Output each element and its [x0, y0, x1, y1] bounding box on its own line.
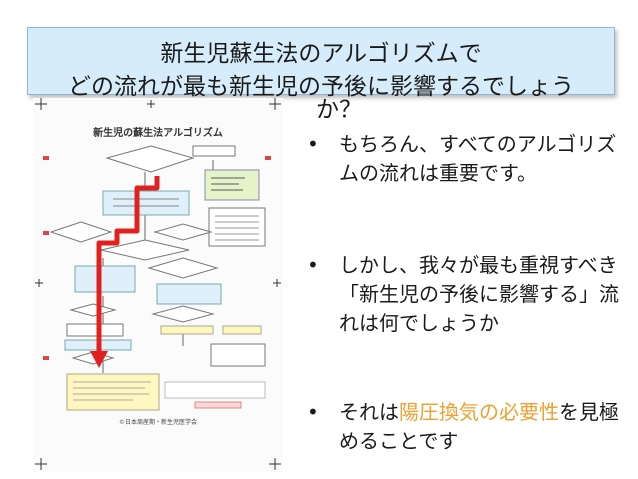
algorithm-document-image: 新生児の蘇生法アルゴリズム ©日本周産期・新生児医学会	[33, 98, 283, 472]
bullet-marker: •	[307, 253, 319, 277]
algorithm-flowchart	[35, 98, 281, 470]
highlighted-text: 陽圧換気の必要性	[399, 400, 559, 424]
slide-title-line-2: どの流れが最も新生児の予後に影響するでしょう	[68, 74, 574, 100]
bullet-marker: •	[307, 400, 319, 424]
bullet-marker: •	[307, 132, 319, 156]
document-footer: ©日本周産期・新生児医学会	[118, 419, 197, 426]
bullet-text: しかし、我々が最も重視すべき「新生児の予後に影響する」流れは何でしょうか	[339, 253, 619, 335]
bullet-text: それは陽圧換気の必要性を見極めることです	[339, 398, 619, 456]
bullet-text: もちろん、すべてのアルゴリズムの流れは重要です。	[339, 132, 617, 185]
slide-title-line-1: 新生児蘇生法のアルゴリズムで	[160, 41, 482, 67]
document-title: 新生児の蘇生法アルゴリズム	[93, 128, 223, 139]
slide-title-box: 新生児蘇生法のアルゴリズムで どの流れが最も新生児の予後に影響するでしょう	[27, 27, 615, 100]
bullet-text-prefix: それは	[339, 400, 399, 424]
slide-title-line-3: か？	[316, 97, 362, 123]
bullet-text-suffix: を見極めることです	[339, 400, 619, 453]
